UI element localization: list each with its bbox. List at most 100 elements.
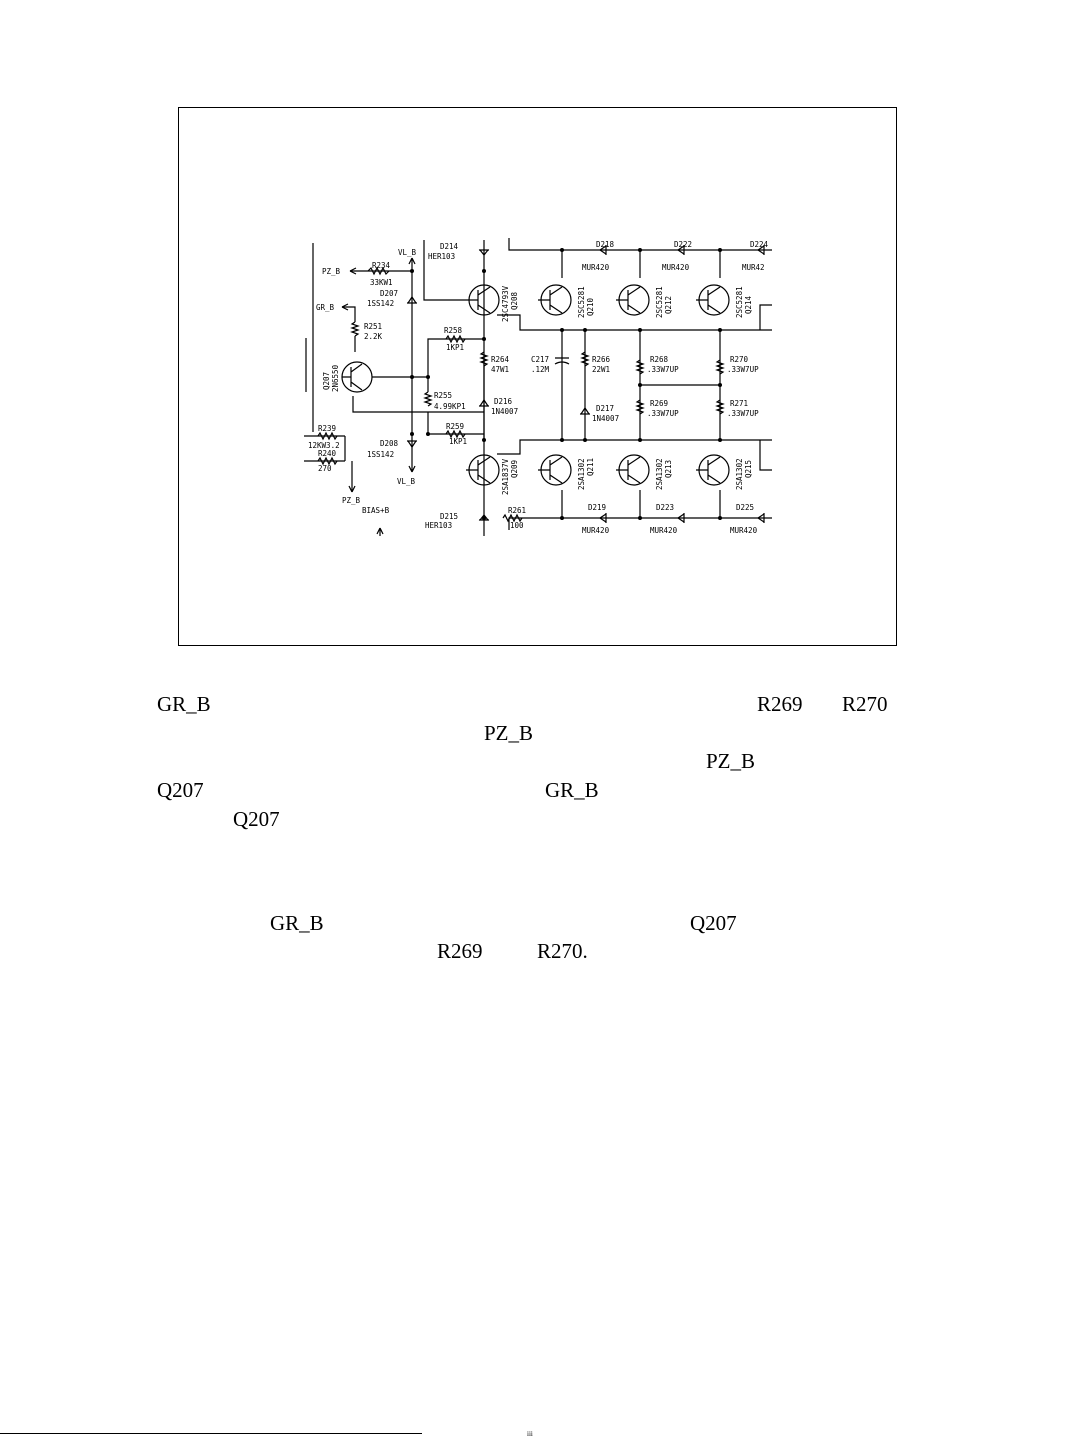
arrow-pz-b-top [349, 267, 357, 275]
label-r261: R261 [508, 506, 526, 515]
junctions-right [482, 248, 722, 520]
label-d208-type: 1SS142 [367, 450, 394, 459]
resistor-r266 [580, 351, 590, 367]
label-q209-type: 2SA1837V [501, 458, 510, 495]
label-q213: Q213 [664, 460, 673, 478]
bus-wires [423, 238, 772, 536]
text-token-q207: Q207 [233, 807, 280, 831]
label-r269-value: .33W7UP [647, 409, 679, 418]
label-d217: D217 [596, 404, 614, 413]
transistor-q215 [696, 454, 730, 486]
label-d207: D207 [380, 289, 398, 298]
label-q212-type: 2SC5281 [655, 286, 664, 318]
capacitor-c217 [554, 357, 570, 365]
label-r259: R259 [446, 422, 464, 431]
footer-mark: iii [527, 1430, 533, 1438]
label-r270-value: .33W7UP [727, 365, 759, 374]
resistor-r269 [635, 399, 645, 415]
resistor-r270 [715, 359, 725, 375]
label-d223: D223 [656, 503, 674, 512]
label-r255-value: 4.99KP1 [434, 402, 466, 411]
resistor-r239 [317, 431, 338, 441]
label-r266-value: 22W1 [592, 365, 610, 374]
label-r240-value: 270 [318, 464, 332, 473]
label-c217: C217 [531, 355, 549, 364]
diode-d214 [478, 249, 490, 256]
label-d207-type: 1SS142 [367, 299, 394, 308]
label-d208: D208 [380, 439, 399, 448]
label-r234-value: 33KW1 [370, 278, 393, 287]
label-d214: D214 [440, 242, 459, 251]
transistor-q212 [616, 284, 650, 316]
label-q208: Q208 [510, 291, 519, 310]
label-q208-type: 2SC4793V [501, 285, 510, 322]
label-r271: R271 [730, 399, 748, 408]
label-d215-type: HER103 [425, 521, 452, 530]
label-d219: D219 [588, 503, 606, 512]
label-q211: Q211 [586, 458, 595, 476]
label-r239: R239 [318, 424, 336, 433]
resistor-r264 [479, 351, 489, 367]
label-r234: R234 [372, 261, 391, 270]
label-r258-value: 1KP1 [446, 343, 464, 352]
label-r268: R268 [650, 355, 669, 364]
text-token-gr-b: GR_B [270, 911, 324, 935]
amplifier-output-stage-schematic: VL_B PZ_B R234 33KW1 D207 1SS142 GR_B R2… [304, 238, 772, 536]
label-vl-b-bottom: VL_B [397, 477, 416, 486]
text-token-r269: R269 [437, 939, 483, 963]
label-q212: Q212 [664, 296, 673, 314]
label-d216: D216 [494, 397, 513, 406]
resistor-r261 [502, 513, 523, 523]
resistor-r258 [445, 334, 466, 344]
diode-d207 [406, 295, 418, 304]
label-r251-value: 2.2K [364, 332, 383, 341]
text-token-r270: R270. [537, 939, 588, 963]
resistor-r259 [445, 429, 466, 439]
label-d218-type: MUR420 [582, 263, 610, 272]
label-pz-b-bottom: PZ_B [342, 496, 361, 505]
label-d215: D215 [440, 512, 458, 521]
resistor-r251 [350, 321, 360, 337]
label-pz-b: PZ_B [322, 267, 341, 276]
label-q213-type: 2SA1302 [655, 458, 664, 490]
label-r239-value: 12KW3.2 [308, 441, 340, 450]
diode-d219 [598, 512, 607, 524]
label-r258: R258 [444, 326, 463, 335]
text-token-q207: Q207 [157, 778, 204, 802]
arrow-gr-b [341, 303, 349, 311]
label-d216-type: 1N4007 [491, 407, 518, 416]
label-q207: Q207 [322, 372, 331, 390]
diode-d224 [756, 244, 765, 256]
arrow-bias-b [376, 527, 384, 535]
resistor-r271 [715, 399, 725, 415]
footnote-rule [0, 1433, 422, 1434]
transistor-q211 [538, 454, 572, 486]
transistor-q210 [538, 284, 572, 316]
label-d224-type: MUR42 [742, 263, 765, 272]
transistor-q207 [341, 361, 373, 393]
label-r261-value: 100 [510, 521, 524, 530]
label-c217-value: .12M [531, 365, 550, 374]
label-d214-type: HER103 [428, 252, 455, 261]
label-q214: Q214 [744, 295, 753, 314]
label-r266: R266 [592, 355, 611, 364]
label-r269: R269 [650, 399, 668, 408]
text-token-gr-b: GR_B [157, 692, 211, 716]
label-r270: R270 [730, 355, 749, 364]
transistor-q209 [466, 454, 500, 486]
diode-d222 [676, 244, 685, 256]
resistor-r240 [317, 456, 338, 466]
arrow-pz-b-bottom [348, 485, 356, 493]
label-q207-type: 2N6550 [331, 364, 340, 392]
label-d225: D225 [736, 503, 754, 512]
text-token-gr-b: GR_B [545, 778, 599, 802]
text-token-pz-b: PZ_B [706, 749, 756, 773]
text-token-r270: R270 [842, 692, 888, 716]
resistor-r255 [423, 391, 433, 407]
arrow-vl-b-top [408, 257, 416, 265]
label-q211-type: 2SA1302 [577, 458, 586, 490]
label-d222: D222 [674, 240, 692, 249]
transistor-q213 [616, 454, 650, 486]
label-r264: R264 [491, 355, 510, 364]
label-d223-type: MUR420 [650, 526, 678, 535]
